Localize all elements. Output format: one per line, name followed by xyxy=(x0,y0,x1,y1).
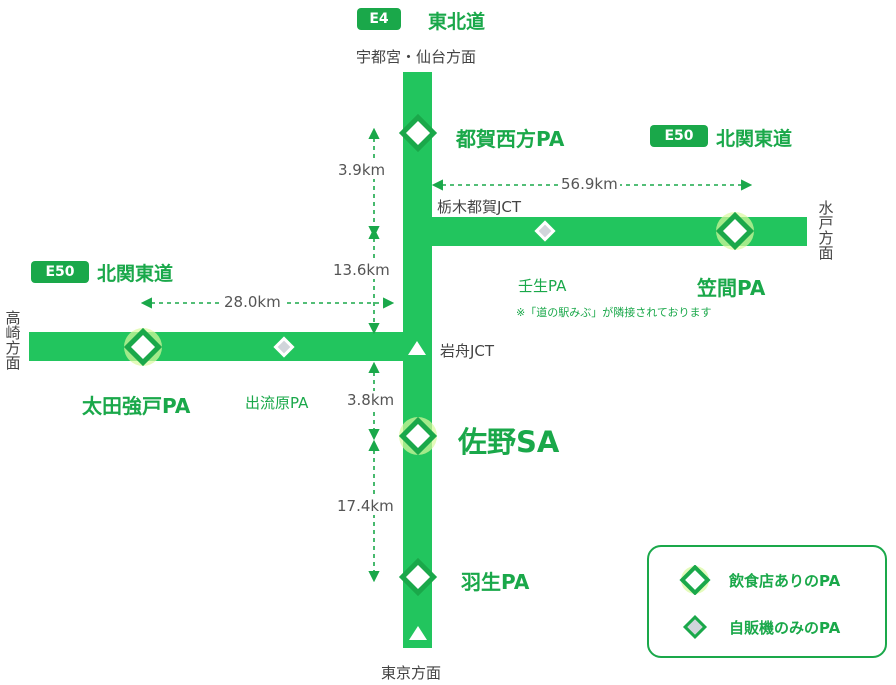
route-badge-e4: E4 xyxy=(357,8,401,30)
legend-vending-row: 自販機のみのPA xyxy=(649,612,885,642)
hanyu-diamond-icon xyxy=(398,557,438,597)
direction-north: 宇都宮・仙台方面 xyxy=(356,48,477,66)
legend-box: 飲食店ありのPA 自販機のみのPA xyxy=(647,545,887,658)
legend-restaurant-label: 飲食店ありのPA xyxy=(729,572,841,590)
legend-vending-label: 自販機のみのPA xyxy=(729,619,841,637)
facility-hanyu: 羽生PA xyxy=(461,570,530,594)
ota-goudo-diamond-icon xyxy=(123,327,163,367)
route-badge-e50-east: E50 xyxy=(650,125,708,147)
kasama-diamond-icon xyxy=(715,211,755,251)
direction-south: 東京方面 xyxy=(381,664,442,682)
route-name-kitakanto-west: 北関東道 xyxy=(97,263,174,285)
junction-iwafune: 岩舟JCT xyxy=(440,342,495,360)
facility-mibu-note: ※「道の駅みぶ」が隣接されております xyxy=(516,306,712,319)
kitakanto-west-road xyxy=(29,332,432,361)
facility-mibu: 壬生PA xyxy=(518,277,567,295)
facility-izurubara: 出流原PA xyxy=(245,394,309,412)
distance-sano-to-hanyu: 17.4km xyxy=(335,497,396,515)
izurubara-small-diamond-icon xyxy=(273,336,295,358)
facility-ota-goudo: 太田強戸PA xyxy=(82,394,191,418)
junction-tochigi-tsuga: 栃木都賀JCT xyxy=(437,198,522,216)
direction-takasaki-text: 高崎方面 xyxy=(3,310,22,370)
direction-mito: 水戸方面 xyxy=(815,200,835,260)
facility-sano: 佐野SA xyxy=(458,425,560,459)
distance-tsuga-to-jct: 3.9km xyxy=(336,161,388,179)
mibu-small-diamond-icon xyxy=(534,220,556,242)
direction-mito-text: 水戸方面 xyxy=(816,200,835,260)
distance-jct-to-jct: 13.6km xyxy=(331,261,392,279)
iwafune-jct-marker xyxy=(408,341,426,355)
tsuga-nishikata-diamond-icon xyxy=(398,113,438,153)
distance-iwafune-to-ota: 28.0km xyxy=(222,293,283,311)
route-name-tohoku: 東北道 xyxy=(428,11,486,33)
south-end-marker xyxy=(409,626,427,640)
route-badge-e50-west: E50 xyxy=(31,261,89,283)
direction-takasaki: 高崎方面 xyxy=(2,310,22,370)
distance-iwafune-to-sano: 3.8km xyxy=(345,391,397,409)
legend-restaurant-row: 飲食店ありのPA xyxy=(649,565,885,595)
facility-tsuga-nishikata: 都賀西方PA xyxy=(456,127,565,151)
distance-tochigi-to-kasama: 56.9km xyxy=(559,175,620,193)
legend-restaurant-diamond-icon xyxy=(679,565,711,595)
sano-diamond-icon xyxy=(398,416,438,456)
legend-vending-diamond-icon xyxy=(682,614,708,640)
route-name-kitakanto-east: 北関東道 xyxy=(716,128,793,150)
facility-kasama: 笠間PA xyxy=(697,276,766,300)
